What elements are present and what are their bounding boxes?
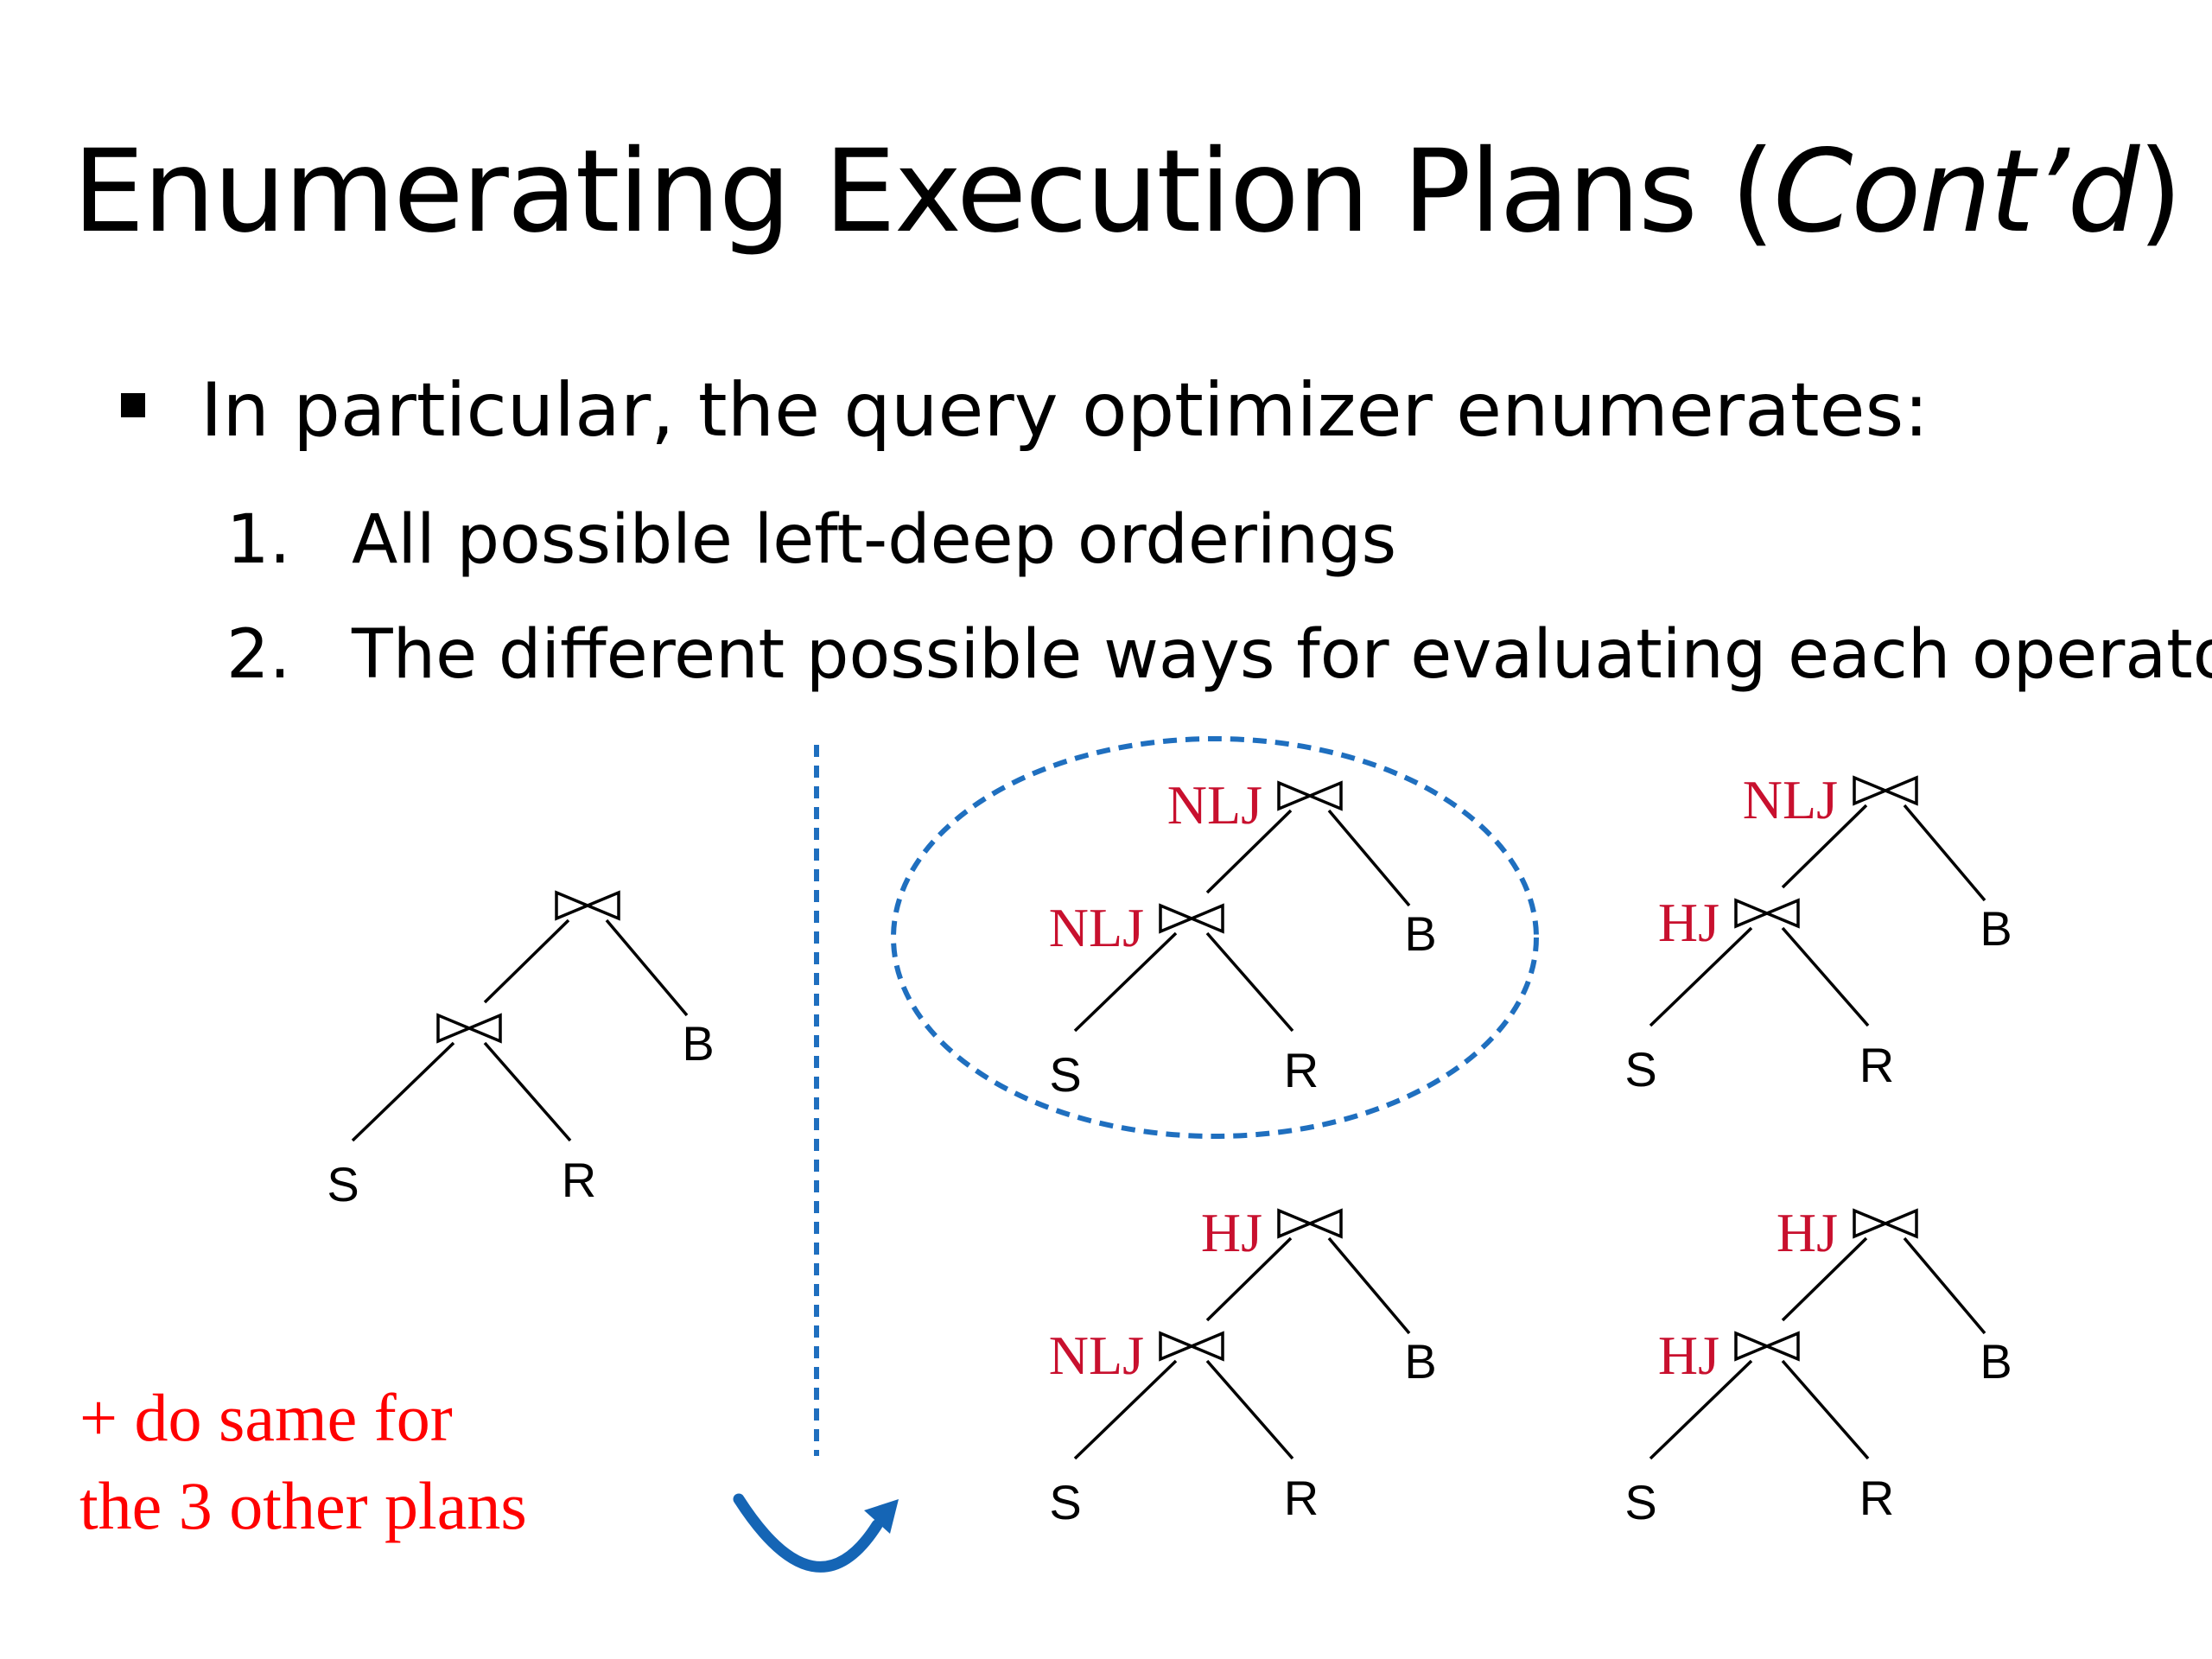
list-text: The different possible ways for evaluati… (352, 616, 2212, 694)
relation-label-mid: R (1859, 1471, 1894, 1525)
relation-label-left: S (1049, 1047, 1081, 1102)
relation-label-left: S (1624, 1475, 1656, 1529)
tree-edge (1205, 809, 1293, 894)
operator-label-top: HJ (1777, 1202, 1838, 1263)
tree-edge (1781, 804, 1868, 889)
relation-label-right: B (1404, 906, 1436, 961)
operator-label-bottom: NLJ (1049, 1325, 1144, 1386)
plan-tree-base: B S R (327, 890, 715, 1211)
plan-tree-hj-nlj: B S R HJ NLJ (1049, 1202, 1437, 1529)
join-bottom-icon (1734, 1331, 1800, 1362)
relation-label-left: S (1049, 1475, 1081, 1529)
operator-label-top: NLJ (1743, 769, 1838, 830)
operator-label-bottom: NLJ (1049, 897, 1144, 958)
join-top-icon (1277, 780, 1343, 811)
join-bottom-icon (1159, 1331, 1224, 1362)
title-main: Enumerating Execution Plans ( (73, 125, 1775, 258)
tree-edge (1781, 1359, 1870, 1460)
operator-label-top: HJ (1201, 1202, 1262, 1263)
curved-arrow-icon (733, 1493, 899, 1573)
tree-edge (483, 918, 570, 1004)
title-italic: Cont’d (1773, 125, 2139, 258)
tree-edge (1073, 1359, 1178, 1460)
operator-label-bottom: HJ (1658, 892, 1719, 953)
join-top-icon (1277, 1208, 1343, 1239)
highlight-ellipse (891, 736, 1539, 1139)
note-text: + do same for the 3 other plans (79, 1374, 527, 1550)
plan-tree-hj-hj: B S R HJ HJ (1624, 1202, 2012, 1529)
list-item-1: 1. All possible left-deep orderings (226, 501, 1396, 579)
relation-label-mid: R (562, 1153, 596, 1207)
relation-label-mid: R (1859, 1038, 1894, 1092)
tree-edge (1903, 1236, 1986, 1335)
tree-edge (1205, 931, 1294, 1033)
title-close: ) (2138, 125, 2182, 258)
tree-edge (1327, 809, 1411, 907)
relation-label-right: B (1404, 1334, 1436, 1389)
join-top-icon (1853, 1208, 1918, 1239)
tree-edge (1781, 1236, 1868, 1322)
slide-title: Enumerating Execution Plans (Cont’d) (73, 129, 2183, 255)
relation-label-mid: R (1284, 1043, 1319, 1097)
relation-label-mid: R (1284, 1471, 1319, 1525)
tree-edge (351, 1041, 455, 1142)
note-line-2: the 3 other plans (79, 1468, 527, 1543)
tree-edge (483, 1041, 572, 1142)
tree-edge (1073, 931, 1178, 1033)
join-bottom-icon (436, 1013, 502, 1044)
tree-edge (1327, 1236, 1411, 1335)
tree-edge (1781, 926, 1870, 1027)
bullet-point: In particular, the query optimizer enume… (121, 367, 1929, 454)
list-item-2: 2. The different possible ways for evalua… (226, 616, 2212, 694)
tree-edge (1649, 1359, 1753, 1460)
list-number: 2. (226, 616, 291, 694)
list-text: All possible left-deep orderings (352, 501, 1397, 579)
plan-tree-nlj-nlj: B S R NLJ NLJ (891, 736, 1539, 1139)
relation-label-left: S (1624, 1042, 1656, 1096)
tree-edge (1903, 804, 1986, 902)
tree-edge (1205, 1359, 1294, 1460)
square-bullet-icon (121, 392, 145, 417)
relation-label-left: S (327, 1157, 359, 1211)
tree-edge (1205, 1236, 1293, 1322)
bullet-text: In particular, the query optimizer enume… (200, 367, 1929, 454)
plan-tree-nlj-hj: B S R NLJ HJ (1624, 769, 2012, 1096)
join-top-icon (1853, 775, 1918, 806)
join-top-icon (555, 890, 620, 921)
list-number: 1. (226, 501, 291, 579)
operator-label-top: NLJ (1167, 774, 1262, 836)
join-bottom-icon (1734, 898, 1800, 929)
relation-label-right: B (1980, 901, 2012, 956)
operator-label-bottom: HJ (1658, 1325, 1719, 1386)
tree-edge (1649, 926, 1753, 1027)
tree-edge (605, 918, 689, 1017)
relation-label-right: B (1980, 1334, 2012, 1389)
relation-label-right: B (682, 1016, 714, 1071)
note-line-1: + do same for (79, 1380, 453, 1455)
join-bottom-icon (1159, 903, 1224, 934)
